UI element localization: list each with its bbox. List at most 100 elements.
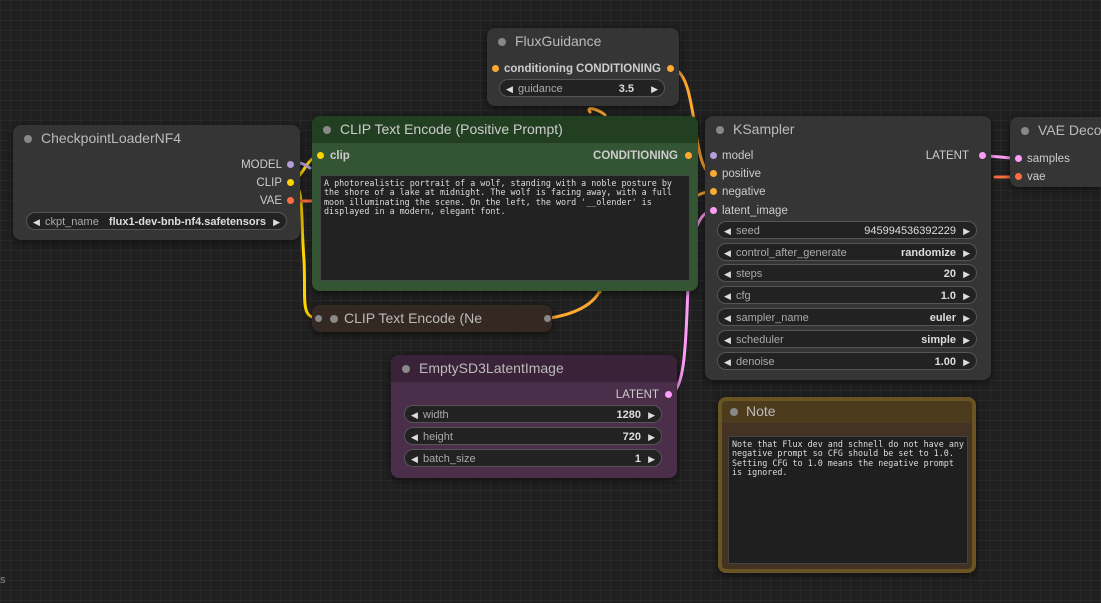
conditioning-output-label: CONDITIONING xyxy=(576,63,661,75)
increment-icon[interactable]: ▶ xyxy=(963,291,970,301)
note-text-area[interactable]: Note that Flux dev and schnell do not ha… xyxy=(728,436,968,564)
vae-input-label: vae xyxy=(1027,171,1046,183)
model-output-label: MODEL xyxy=(241,159,282,171)
vae-output-label: VAE xyxy=(259,195,282,207)
increment-icon[interactable]: ▶ xyxy=(963,248,970,258)
steps-widget[interactable]: ◀ steps 20 ▶ xyxy=(717,264,977,282)
vae-output-socket[interactable] xyxy=(287,197,294,204)
flux-guidance-node[interactable]: FluxGuidance conditioning CONDITIONING ◀… xyxy=(487,28,679,106)
decrement-icon[interactable]: ◀ xyxy=(724,226,731,236)
clip-positive-title[interactable]: CLIP Text Encode (Positive Prompt) xyxy=(312,116,698,143)
decrement-icon[interactable]: ◀ xyxy=(33,217,40,227)
width-widget[interactable]: ◀ width 1280 ▶ xyxy=(404,405,662,423)
vae-decode-node[interactable]: VAE Decod samples vae xyxy=(1010,117,1101,187)
increment-icon[interactable]: ▶ xyxy=(273,217,280,227)
clip-negative-node[interactable]: CLIP Text Encode (Ne xyxy=(312,305,552,332)
increment-icon[interactable]: ▶ xyxy=(963,269,970,279)
flux-guidance-title[interactable]: FluxGuidance xyxy=(487,28,679,55)
widget-name: denoise xyxy=(736,356,775,368)
sampler-name-widget[interactable]: ◀ sampler_name euler ▶ xyxy=(717,308,977,326)
control-after-generate-widget[interactable]: ◀ control_after_generate randomize ▶ xyxy=(717,243,977,261)
widget-value: randomize xyxy=(900,247,956,259)
empty-latent-node[interactable]: EmptySD3LatentImage LATENT ◀ width 1280 … xyxy=(391,355,677,478)
wire-positive-to-guidance xyxy=(587,107,607,117)
node-title-text: FluxGuidance xyxy=(515,33,602,49)
widget-value: 1280 xyxy=(616,409,641,421)
widget-name: seed xyxy=(736,225,760,237)
cfg-widget[interactable]: ◀ cfg 1.0 ▶ xyxy=(717,286,977,304)
decrement-icon[interactable]: ◀ xyxy=(724,248,731,258)
widget-name: sampler_name xyxy=(736,312,809,324)
vae-input-socket[interactable] xyxy=(1015,173,1022,180)
clip-output-socket[interactable] xyxy=(287,179,294,186)
denoise-widget[interactable]: ◀ denoise 1.00 ▶ xyxy=(717,352,977,370)
clip-input-socket[interactable] xyxy=(315,315,322,322)
increment-icon[interactable]: ▶ xyxy=(963,335,970,345)
positive-input-socket[interactable] xyxy=(710,170,717,177)
clip-input-socket[interactable] xyxy=(317,152,324,159)
clip-positive-node[interactable]: CLIP Text Encode (Positive Prompt) clip … xyxy=(312,116,698,291)
latent-input-socket[interactable] xyxy=(710,207,717,214)
widget-value: 20 xyxy=(943,268,956,280)
increment-icon[interactable]: ▶ xyxy=(963,226,970,236)
decrement-icon[interactable]: ◀ xyxy=(724,291,731,301)
decrement-icon[interactable]: ◀ xyxy=(411,410,418,420)
batch-size-widget[interactable]: ◀ batch_size 1 ▶ xyxy=(404,449,662,467)
clip-output-label: CLIP xyxy=(256,177,282,189)
increment-icon[interactable]: ▶ xyxy=(963,357,970,367)
conditioning-input-socket[interactable] xyxy=(492,65,499,72)
node-title-text: Note xyxy=(746,403,776,419)
guidance-widget[interactable]: ◀ guidance 3.5 ▶ xyxy=(499,79,665,97)
widget-name: width xyxy=(423,409,449,421)
note-title[interactable]: Note xyxy=(722,401,972,423)
prompt-text-area[interactable]: A photorealistic portrait of a wolf, sta… xyxy=(320,175,690,281)
note-node[interactable]: Note Note that Flux dev and schnell do n… xyxy=(718,397,976,573)
widget-name: steps xyxy=(736,268,763,280)
ksampler-node[interactable]: KSampler model LATENT positive negative … xyxy=(705,116,991,380)
seed-widget[interactable]: ◀ seed 945994536392229 ▶ xyxy=(717,221,977,239)
decrement-icon[interactable]: ◀ xyxy=(411,454,418,464)
scheduler-widget[interactable]: ◀ scheduler simple ▶ xyxy=(717,330,977,348)
decrement-icon[interactable]: ◀ xyxy=(724,269,731,279)
node-status-dot xyxy=(323,126,331,134)
increment-icon[interactable]: ▶ xyxy=(651,84,658,94)
decrement-icon[interactable]: ◀ xyxy=(724,313,731,323)
node-status-dot xyxy=(730,408,738,416)
decrement-icon[interactable]: ◀ xyxy=(724,335,731,345)
checkpoint-loader-node[interactable]: CheckpointLoaderNF4 MODEL CLIP VAE ◀ ckp… xyxy=(13,125,300,240)
widget-name: ckpt_name xyxy=(45,216,99,228)
conditioning-output-socket[interactable] xyxy=(685,152,692,159)
empty-latent-title[interactable]: EmptySD3LatentImage xyxy=(391,355,677,382)
ckpt-name-widget[interactable]: ◀ ckpt_name flux1-dev-bnb-nf4.safetensor… xyxy=(26,212,287,230)
height-widget[interactable]: ◀ height 720 ▶ xyxy=(404,427,662,445)
increment-icon[interactable]: ▶ xyxy=(648,454,655,464)
decrement-icon[interactable]: ◀ xyxy=(724,357,731,367)
negative-input-socket[interactable] xyxy=(710,188,717,195)
node-title-text: KSampler xyxy=(733,121,795,137)
ksampler-title[interactable]: KSampler xyxy=(705,116,991,143)
model-output-socket[interactable] xyxy=(287,161,294,168)
latent-output-socket[interactable] xyxy=(665,391,672,398)
increment-icon[interactable]: ▶ xyxy=(648,432,655,442)
widget-value: 1 xyxy=(634,453,641,465)
checkpoint-loader-title[interactable]: CheckpointLoaderNF4 xyxy=(13,125,300,152)
increment-icon[interactable]: ▶ xyxy=(963,313,970,323)
clip-negative-title[interactable]: CLIP Text Encode (Ne xyxy=(312,305,552,332)
decrement-icon[interactable]: ◀ xyxy=(506,84,513,94)
model-input-socket[interactable] xyxy=(710,152,717,159)
conditioning-output-socket[interactable] xyxy=(544,315,551,322)
decrement-icon[interactable]: ◀ xyxy=(411,432,418,442)
latent-output-label: LATENT xyxy=(615,389,659,401)
latent-output-socket[interactable] xyxy=(979,152,986,159)
widget-value: 3.5 xyxy=(618,83,634,95)
conditioning-output-label: CONDITIONING xyxy=(593,150,678,162)
vae-decode-title[interactable]: VAE Decod xyxy=(1010,117,1101,144)
widget-name: batch_size xyxy=(423,453,476,465)
latent-input-label: latent_image xyxy=(722,205,788,217)
widget-value: 945994536392229 xyxy=(864,225,956,237)
conditioning-output-socket[interactable] xyxy=(667,65,674,72)
widget-name: scheduler xyxy=(736,334,784,346)
samples-input-socket[interactable] xyxy=(1015,155,1022,162)
increment-icon[interactable]: ▶ xyxy=(648,410,655,420)
node-title-text: CLIP Text Encode (Ne xyxy=(344,310,483,326)
